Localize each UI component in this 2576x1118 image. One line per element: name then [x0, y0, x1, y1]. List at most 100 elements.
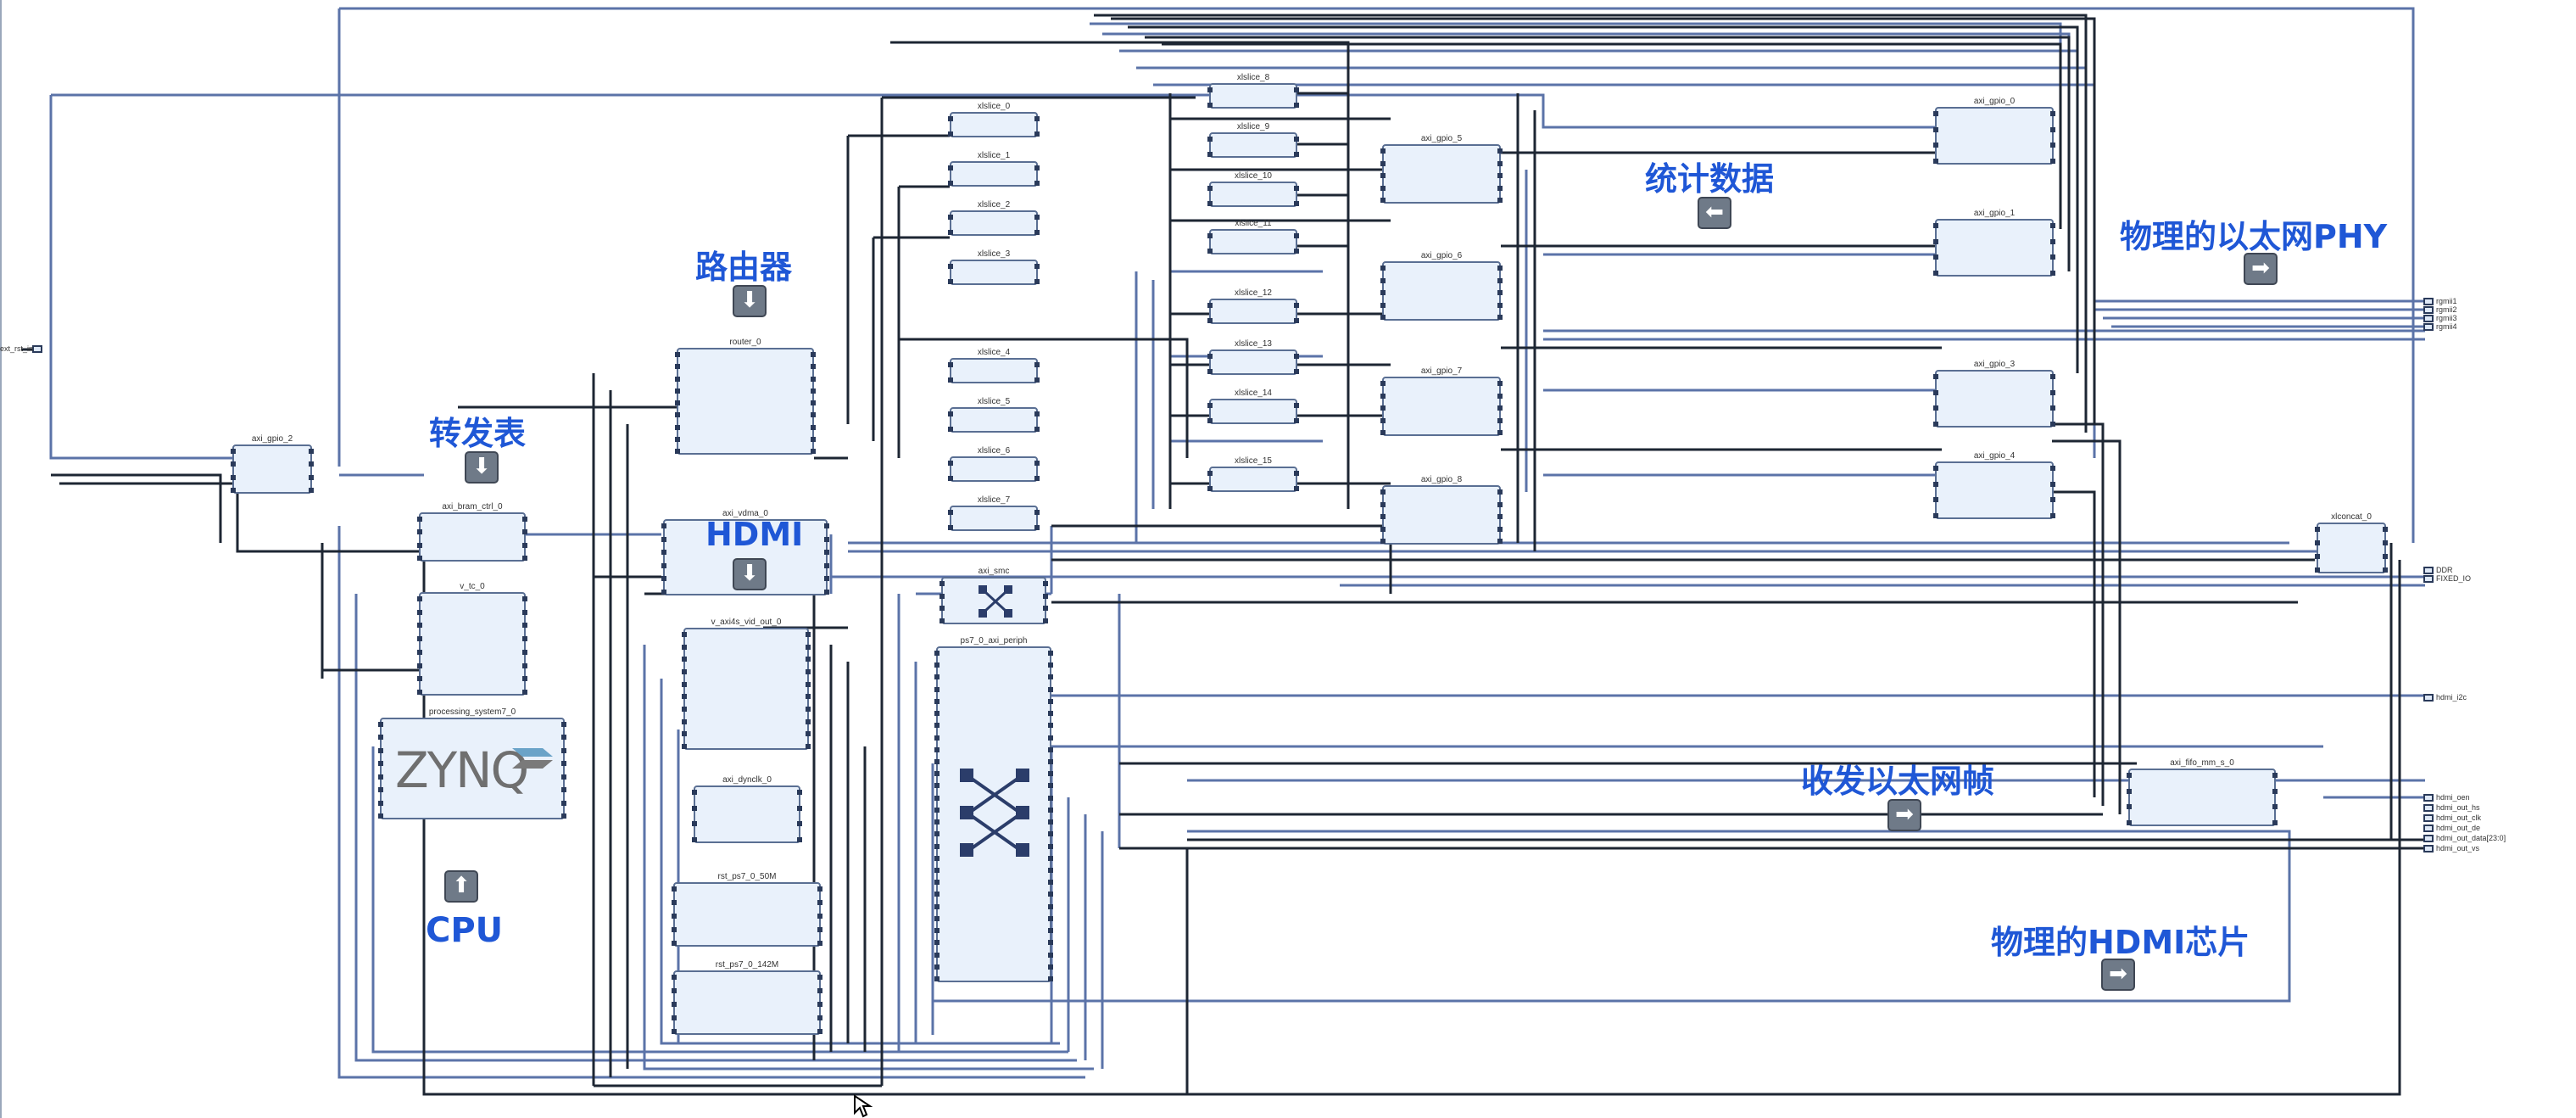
- block-axi-dynclk-0[interactable]: axi_dynclk_0: [692, 775, 802, 843]
- block-axi-gpio-7[interactable]: axi_gpio_7: [1380, 366, 1503, 436]
- block-rst-ps7-0-50m[interactable]: rst_ps7_0_50M: [672, 872, 822, 947]
- block-pin: [1048, 928, 1053, 934]
- block-xlslice-10[interactable]: xlslice_10: [1207, 171, 1299, 207]
- block-pin: [378, 787, 383, 793]
- ddr-port[interactable]: [2423, 567, 2434, 574]
- block-pin: [940, 581, 945, 586]
- hdmi-i2c-port[interactable]: [2423, 694, 2434, 702]
- block-pin: [1207, 103, 1213, 108]
- block-pin: [417, 636, 422, 642]
- block-xlslice-0[interactable]: xlslice_0: [948, 102, 1040, 137]
- rgmii3-port[interactable]: [2423, 315, 2434, 322]
- block-processing-system7-0[interactable]: processing_system7_0 ZYNQ: [378, 707, 566, 819]
- block-pin: [675, 400, 680, 405]
- block-pin: [692, 805, 697, 811]
- block-pin: [231, 488, 236, 493]
- annotation-router: 路由器: [695, 249, 793, 286]
- block-xlslice-2[interactable]: xlslice_2: [948, 200, 1040, 236]
- block-pin: [824, 590, 829, 595]
- block-axi-gpio-3[interactable]: axi_gpio_3: [1933, 360, 2055, 428]
- block-rst-ps7-0-142m[interactable]: rst_ps7_0_142M: [672, 960, 822, 1035]
- block-pin: [940, 606, 945, 612]
- block-xlslice-12[interactable]: xlslice_12: [1207, 288, 1299, 324]
- block-pin: [1034, 215, 1040, 220]
- block-xlslice-13[interactable]: xlslice_13: [1207, 339, 1299, 375]
- block-xlslice-4[interactable]: xlslice_4: [948, 348, 1040, 383]
- fixed-io-port[interactable]: [2423, 575, 2434, 583]
- block-pin: [1048, 686, 1053, 692]
- block-axi-bram-ctrl-0[interactable]: axi_bram_ctrl_0: [417, 502, 527, 562]
- block-axi-gpio-4[interactable]: axi_gpio_4: [1933, 451, 2055, 519]
- block-pin: [1380, 198, 1386, 203]
- block-xlslice-8[interactable]: xlslice_8: [1207, 73, 1299, 109]
- block-xlslice-1[interactable]: xlslice_1: [948, 151, 1040, 187]
- block-xlslice-7[interactable]: xlslice_7: [948, 495, 1040, 531]
- block-pin: [1048, 952, 1053, 958]
- annotation-cpu: CPU: [426, 911, 504, 950]
- hdmi-out-vs-port[interactable]: [2423, 845, 2434, 852]
- block-pin: [1380, 173, 1386, 178]
- block-ps7-0-axi-periph[interactable]: ps7_0_axi_periph: [934, 636, 1053, 982]
- block-pin: [2383, 527, 2388, 532]
- block-label: axi_gpio_2: [251, 434, 293, 444]
- block-xlslice-14[interactable]: xlslice_14: [1207, 389, 1299, 424]
- block-pin: [1034, 116, 1040, 121]
- block-v-tc-0[interactable]: v_tc_0: [417, 582, 527, 696]
- block-pin: [817, 1015, 822, 1020]
- block-pin: [2272, 820, 2278, 825]
- block-axi-fifo-mm-s-0[interactable]: axi_fifo_mm_s_0: [2127, 758, 2278, 826]
- block-pin: [1497, 501, 1503, 507]
- block-router-0[interactable]: router_0: [675, 338, 816, 455]
- block-xlconcat-0[interactable]: xlconcat_0: [2315, 512, 2388, 573]
- block-axi-gpio-8[interactable]: axi_gpio_8: [1380, 475, 1503, 545]
- block-pin: [1497, 160, 1503, 166]
- block-pin: [1380, 266, 1386, 271]
- hdmi-out-clk-port[interactable]: [2423, 814, 2434, 822]
- hdmi-oen-port[interactable]: [2423, 794, 2434, 802]
- block-label: rst_ps7_0_50M: [717, 872, 777, 881]
- block-v-axi4s-vid-out-0[interactable]: v_axi4s_vid_out_0: [682, 618, 811, 750]
- block-xlslice-5[interactable]: xlslice_5: [948, 397, 1040, 433]
- rgmii1-port[interactable]: [2423, 298, 2434, 305]
- hdmi-out-data-port[interactable]: [2423, 835, 2434, 842]
- ext-port-label: hdmi_oen: [2436, 793, 2470, 802]
- block-label: xlslice_8: [1236, 73, 1270, 82]
- hdmi-out-hs-port[interactable]: [2423, 804, 2434, 812]
- block-pin: [1294, 369, 1299, 374]
- block-pin: [2383, 567, 2388, 573]
- rgmii4-port[interactable]: [2423, 323, 2434, 331]
- block-pin: [1048, 795, 1053, 801]
- block-pin: [1380, 539, 1386, 544]
- block-xlslice-15[interactable]: xlslice_15: [1207, 456, 1299, 492]
- block-pin: [1207, 152, 1213, 157]
- block-pin: [522, 517, 527, 522]
- block-pin: [934, 880, 940, 886]
- block-xlslice-6[interactable]: xlslice_6: [948, 446, 1040, 482]
- block-xlslice-11[interactable]: xlslice_11: [1207, 219, 1299, 254]
- block-axi-gpio-0[interactable]: axi_gpio_0: [1933, 97, 2055, 165]
- ext-rst-port[interactable]: [32, 345, 42, 353]
- block-pin: [797, 790, 802, 795]
- block-axi-smc[interactable]: axi_smc: [940, 567, 1048, 624]
- block-xlslice-3[interactable]: xlslice_3: [948, 249, 1040, 285]
- block-axi-gpio-6[interactable]: axi_gpio_6: [1380, 251, 1503, 321]
- block-axi-gpio-2[interactable]: axi_gpio_2: [231, 434, 314, 494]
- block-xlslice-9[interactable]: xlslice_9: [1207, 122, 1299, 158]
- block-pin: [806, 718, 811, 724]
- block-pin: [1497, 277, 1503, 283]
- block-pin: [1034, 476, 1040, 481]
- block-axi-gpio-1[interactable]: axi_gpio_1: [1933, 209, 2055, 277]
- block-pin: [806, 744, 811, 749]
- block-pin: [811, 436, 816, 442]
- hdmi-out-de-port[interactable]: [2423, 825, 2434, 832]
- rgmii2-port[interactable]: [2423, 306, 2434, 314]
- block-pin: [824, 562, 829, 568]
- block-pin: [1207, 369, 1213, 374]
- block-pin: [934, 795, 940, 801]
- block-pin: [1294, 87, 1299, 92]
- block-axi-gpio-5[interactable]: axi_gpio_5: [1380, 134, 1503, 204]
- block-pin: [948, 525, 953, 530]
- block-pin: [1048, 662, 1053, 668]
- block-label: v_axi4s_vid_out_0: [711, 618, 782, 627]
